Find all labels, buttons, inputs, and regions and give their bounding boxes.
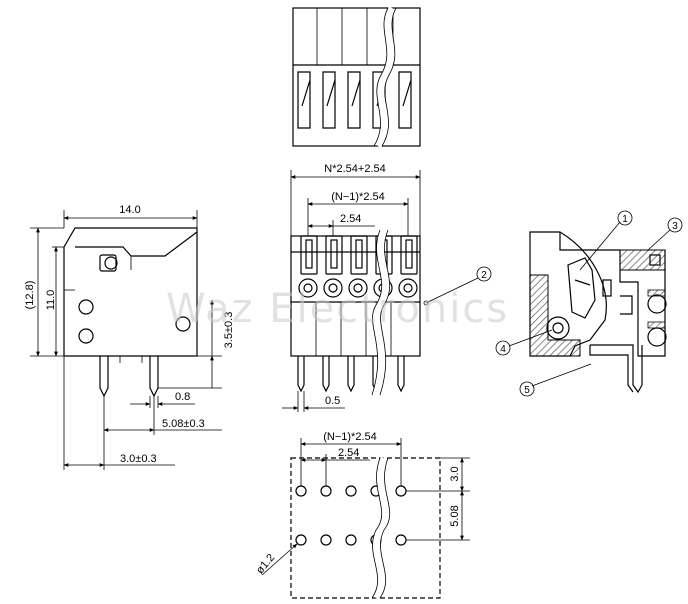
callout-3: 3 bbox=[672, 221, 678, 232]
dim-bottom-pitch: 2.54 bbox=[338, 447, 359, 459]
dim-side-height: (12.8) bbox=[24, 281, 36, 310]
callout-2: 2 bbox=[481, 270, 487, 281]
top-view-slots bbox=[297, 71, 412, 129]
dim-pin-height: 3.5±0.3 bbox=[223, 312, 235, 349]
section-view: 1 3 4 5 bbox=[495, 210, 683, 397]
dim-bottom-n1: (N−1)*2.54 bbox=[323, 431, 377, 443]
dim-front-total: N*2.54+2.54 bbox=[324, 163, 385, 175]
dim-bottom-row-offset: 3.0 bbox=[449, 466, 461, 481]
front-view: N*2.54+2.54 (N−1)*2.54 2.54 0.5 2 bbox=[282, 163, 492, 412]
dim-pin-offset: 3.0±0.3 bbox=[120, 453, 157, 465]
pcb-holes-row-2 bbox=[295, 534, 407, 546]
dim-pin-pitch-side: 5.08±0.3 bbox=[162, 418, 205, 430]
dim-front-pitch: 2.54 bbox=[340, 213, 361, 225]
dim-front-pin: 0.5 bbox=[325, 395, 340, 407]
dim-side-inner-height: 11.0 bbox=[45, 290, 57, 311]
callout-4: 4 bbox=[500, 344, 506, 355]
callout-5: 5 bbox=[524, 385, 530, 396]
callout-1: 1 bbox=[622, 214, 628, 225]
top-view bbox=[292, 6, 421, 148]
dim-bottom-row-pitch: 5.08 bbox=[449, 505, 461, 526]
dim-pin-width: 0.8 bbox=[175, 391, 190, 403]
watermark: Waz Electronics bbox=[166, 286, 509, 332]
side-pins bbox=[99, 356, 159, 398]
dim-side-width: 14.0 bbox=[119, 204, 140, 216]
front-pins bbox=[297, 356, 405, 393]
front-slots bbox=[300, 235, 418, 275]
bottom-view: (N−1)*2.54 2.54 3.0 5.08 ø1.2 bbox=[254, 431, 470, 600]
side-view: 14.0 (12.8) 11.0 3.5±0.3 0.8 5.08±0.3 3.… bbox=[24, 204, 235, 470]
dim-front-n1: (N−1)*2.54 bbox=[331, 191, 385, 203]
pcb-holes-row-1 bbox=[295, 485, 407, 497]
